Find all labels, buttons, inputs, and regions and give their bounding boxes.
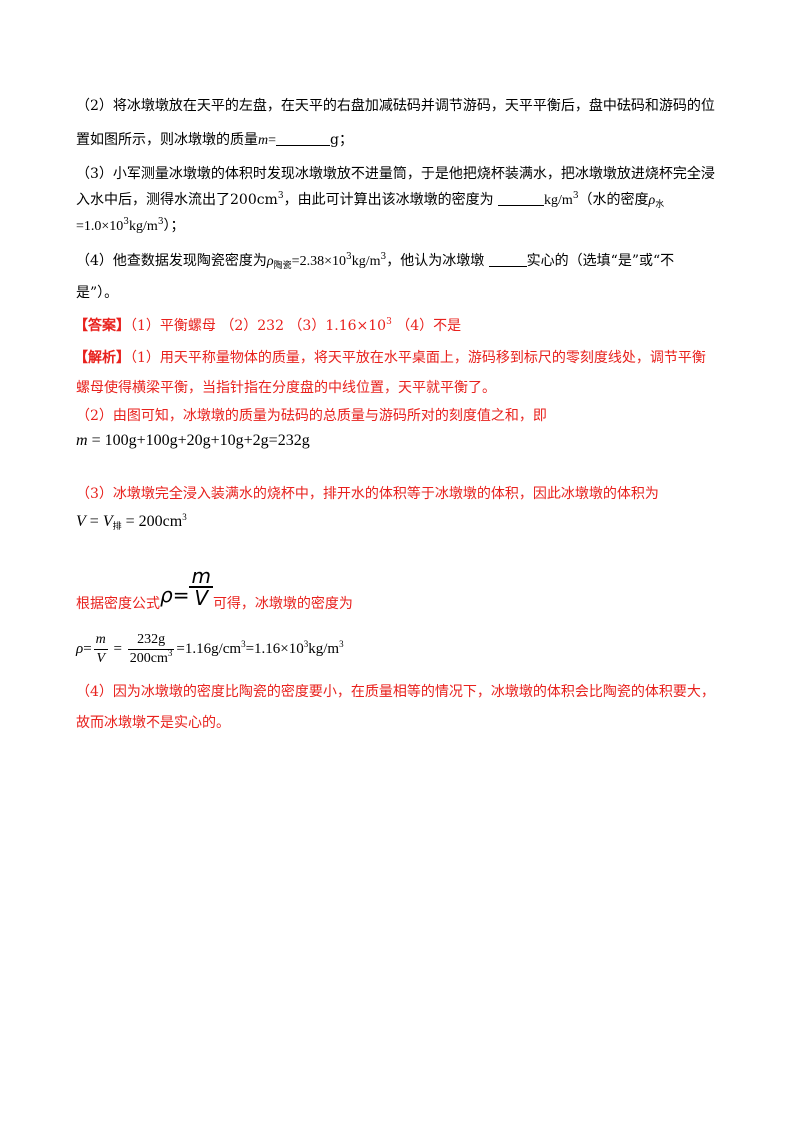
eq2-den-2-wrap: 200cm3: [128, 648, 175, 668]
q4-answer-blank: [488, 252, 527, 267]
analysis-p2-text: （2）由图可知，冰墩墩的质量为砝码的总质量与游码所对的刻度值之和，即: [76, 408, 547, 424]
formula-result-text: 可得，冰墩墩的密度为: [212, 596, 353, 612]
analysis-line-2: 螺母使得横梁平衡，当指针指在分度盘的中线位置，天平就平衡了。: [76, 378, 726, 398]
q4-text-1a: （4）他查数据发现陶瓷密度为: [76, 253, 267, 269]
analysis-p4-line-2: 故而冰墩墩不是实心的。: [76, 713, 726, 733]
eq2-result-sup-2: 3: [303, 639, 309, 649]
q2-eq: =: [268, 133, 277, 148]
q4-text-1c: kg/m: [351, 254, 381, 269]
q2-line-2: 置如图所示，则冰墩墩的质量m= g；: [76, 130, 726, 151]
eq-sub-displaced: 排: [112, 521, 122, 531]
analysis-p1-text-2: 螺母使得横梁平衡，当指针指在分度盘的中线位置，天平就平衡了。: [76, 380, 496, 396]
q4-text-1e: 实心的（选填“是”或“不: [526, 253, 675, 269]
answer-text: （1）平衡螺母 （2）232 （3）1.16×10: [130, 318, 387, 334]
eq2-equals-2: =: [109, 641, 126, 657]
eq2-equals: =: [83, 641, 92, 657]
analysis-p4-text-2: 故而冰墩墩不是实心的。: [76, 715, 230, 731]
analysis-p2-equation: m = 100g+100g+20g+10g+2g=232g: [76, 431, 726, 451]
analysis-p2-line: （2）由图可知，冰墩墩的质量为砝码的总质量与游码所对的刻度值之和，即: [76, 406, 726, 426]
formula-den: V: [194, 586, 209, 610]
formula-num: m: [189, 564, 213, 588]
eq2-result-a: =1.16g/cm: [176, 641, 242, 657]
answer-text-b: （4）不是: [391, 318, 462, 334]
q3-rho: ρ: [648, 193, 656, 208]
eq-var-v-disp: V: [102, 513, 113, 530]
q3-unit-sup: 3: [572, 191, 579, 201]
answer-line: 【答案】（1）平衡螺母 （2）232 （3）1.16×103 （4）不是: [74, 316, 724, 336]
analysis-p3-equation: V = V排 = 200cm3: [76, 512, 726, 532]
answer-sup: 3: [386, 317, 392, 327]
q4-sup-2: 3: [380, 252, 387, 262]
q3-line-2: 入水中后，测得水流出了200cm3，由此可计算出该冰墩墩的密度为 kg/m3（水…: [76, 190, 726, 211]
q4-rho-sub: 陶瓷: [273, 261, 292, 271]
q4-text-1d: ，他认为冰墩墩: [386, 253, 485, 269]
q2-var-m: m: [258, 133, 269, 148]
q4-sup-1: 3: [345, 252, 352, 262]
q3-sup-3a: 3: [123, 217, 130, 227]
q2-line-1: （2）将冰墩墩放在天平的左盘，在天平的右盘加减砝码并调节游码，天平平衡后，盘中砝…: [76, 96, 726, 116]
eq2-result-sup: 3: [241, 639, 246, 649]
eq-var-m: m: [76, 432, 88, 449]
q3-text-3b: kg/m: [129, 219, 158, 234]
eq2-rho: ρ: [76, 641, 84, 657]
q3-line-1: （3）小军测量冰墩墩的体积时发现冰墩墩放不进量筒，于是他把烧杯装满水，把冰墩墩放…: [76, 164, 726, 184]
q4-line-1: （4）他查数据发现陶瓷密度为ρ陶瓷=2.38×103kg/m3，他认为冰墩墩 实…: [76, 251, 726, 272]
eq2-result-sup-3: 3: [339, 639, 344, 649]
q4-text-1b: =2.38×10: [291, 254, 346, 269]
eq-equals: =: [85, 513, 103, 530]
q3-sup-3b: 3: [157, 217, 164, 227]
q2-text-1: （2）将冰墩墩放在天平的左盘，在天平的右盘加减砝码并调节游码，天平平衡后，盘中砝…: [76, 98, 715, 114]
analysis-line-1: 【解析】（1）用天平称量物体的质量，将天平放在水平桌面上，游码移到标尺的零刻度线…: [74, 348, 724, 368]
analysis-p4-text-1: （4）因为冰墩墩的密度比陶瓷的密度要小，在质量相等的情况下，冰墩墩的体积会比陶瓷…: [76, 684, 715, 700]
q3-answer-blank: [498, 191, 545, 206]
q2-text-2: 置如图所示，则冰墩墩的质量: [76, 132, 258, 148]
analysis-p4-line-1: （4）因为冰墩墩的密度比陶瓷的密度要小，在质量相等的情况下，冰墩墩的体积会比陶瓷…: [76, 682, 726, 702]
eq2-den: V: [96, 651, 106, 667]
formula-intro-text: 根据密度公式: [76, 596, 160, 612]
eq-mass-sum: = 100g+100g+20g+10g+2g=232g: [87, 432, 310, 449]
q3-text-1: （3）小军测量冰墩墩的体积时发现冰墩墩放不进量筒，于是他把烧杯装满水，把冰墩墩放…: [76, 166, 715, 182]
eq2-den-2-sup: 3: [167, 648, 173, 659]
q3-rho-sub: 水: [655, 200, 665, 210]
q4-line-2: 是”）。: [76, 283, 726, 303]
q3-text-3a: =1.0×10: [76, 219, 124, 234]
q3-text-2c: （水的密度: [578, 192, 649, 208]
analysis-p3-line: （3）冰墩墩完全浸入装满水的烧杯中，排开水的体积等于冰墩墩的体积，因此冰墩墩的体…: [76, 484, 726, 504]
eq2-den-2: 200cm: [129, 651, 168, 667]
eq-volume-sup: 3: [182, 512, 187, 522]
eq2-result-b: =1.16×10: [245, 641, 304, 657]
q2-answer-blank: [276, 131, 331, 146]
eq-volume-value: = 200cm: [121, 513, 183, 530]
q3-text-3c: ）；: [163, 218, 185, 234]
analysis-p3-text: （3）冰墩墩完全浸入装满水的烧杯中，排开水的体积等于冰墩墩的体积，因此冰墩墩的体…: [76, 486, 659, 502]
eq-var-v: V: [76, 513, 86, 530]
eq2-result-c: kg/m: [308, 641, 340, 657]
eq2-num: m: [93, 631, 108, 651]
q3-text-2a: 入水中后，测得水流出了200cm: [76, 192, 278, 208]
q3-text-2b: ，由此可计算出该冰墩墩的密度为: [283, 192, 494, 208]
analysis-p1-text-1: （1）用天平称量物体的质量，将天平放在水平桌面上，游码移到标尺的零刻度线处，调节…: [130, 350, 706, 366]
q3-sup-1: 3: [277, 191, 284, 201]
q2-unit: g；: [330, 132, 353, 148]
q4-rho: ρ: [266, 254, 274, 269]
analysis-label: 【解析】: [74, 350, 130, 366]
eq2-num-2: 232g: [127, 631, 175, 651]
q3-line-3: =1.0×103kg/m3）；: [76, 216, 726, 237]
q3-unit: kg/m: [544, 193, 573, 208]
q4-text-2: 是”）。: [76, 285, 119, 301]
formula-rho: ρ=: [160, 583, 190, 607]
answer-label: 【答案】: [74, 318, 130, 334]
